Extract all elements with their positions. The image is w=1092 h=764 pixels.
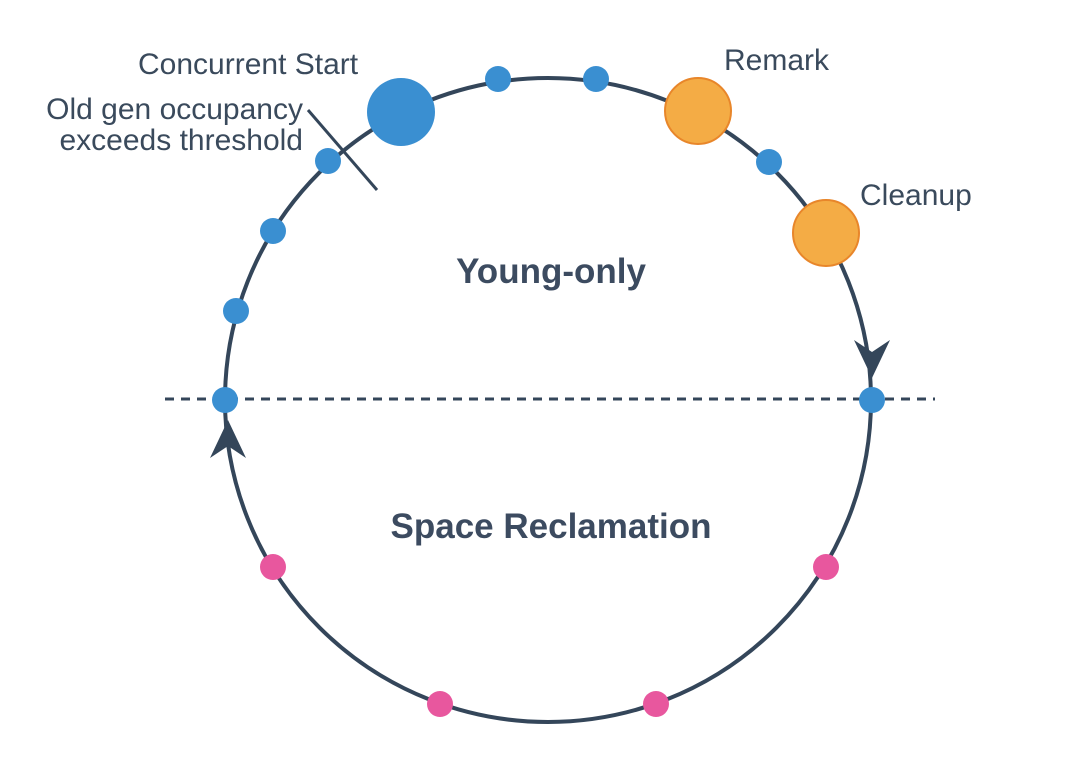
threshold-marker — [306, 109, 379, 191]
space-reclamation-phase-label: Space Reclamation — [391, 507, 712, 546]
young-pause-dot — [315, 148, 341, 174]
concurrent-start-label: Concurrent Start — [138, 48, 359, 81]
young-pause-dot — [212, 387, 238, 413]
mixed-pause-dot — [427, 691, 453, 717]
young-pause-dot — [583, 66, 609, 92]
remark-label: Remark — [724, 44, 830, 77]
young-pause-dot — [756, 149, 782, 175]
cleanup-dot — [792, 199, 860, 267]
young-only-phase-label: Young-only — [456, 252, 646, 291]
young-pause-dot — [485, 66, 511, 92]
young-pause-dot — [223, 298, 249, 324]
old-gen-label-line2: exceeds threshold — [60, 124, 304, 157]
mixed-pause-dot — [260, 554, 286, 580]
cleanup-label: Cleanup — [860, 179, 972, 212]
old-gen-label-line1: Old gen occupancy — [46, 93, 303, 126]
concurrent-start-dot — [367, 78, 435, 146]
remark-dot — [664, 77, 732, 145]
mixed-pause-dot — [813, 554, 839, 580]
young-pause-dot — [260, 218, 286, 244]
mixed-pause-dot — [643, 691, 669, 717]
young-pause-dot — [859, 387, 885, 413]
arrow-right-down — [854, 340, 890, 378]
arrow-left-up — [210, 420, 246, 458]
